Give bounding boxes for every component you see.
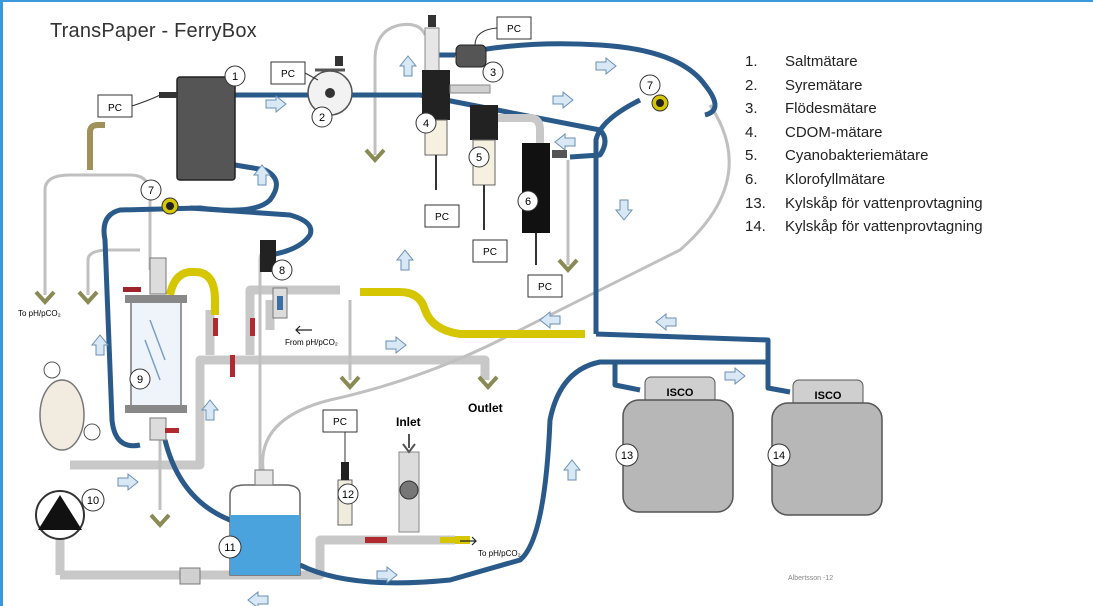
svg-text:14: 14 xyxy=(773,450,785,462)
valve-8 xyxy=(260,240,288,319)
pc-box-4: PC xyxy=(424,204,460,228)
svg-text:PC: PC xyxy=(333,417,347,428)
svg-text:PC: PC xyxy=(281,69,295,80)
legend-item: 6.Klorofyllmätare xyxy=(745,170,886,188)
svg-text:11: 11 xyxy=(224,542,235,554)
marker-5: 5 xyxy=(468,146,490,168)
marker-1: 1 xyxy=(224,65,246,87)
svg-text:1: 1 xyxy=(232,71,238,83)
valve-7-right xyxy=(651,94,669,112)
marker-7-right: 7 xyxy=(639,74,661,96)
flow-meter xyxy=(424,15,487,74)
svg-text:PC: PC xyxy=(435,212,449,223)
from-ph-label: From pH/pCO₂ xyxy=(285,338,338,347)
svg-text:5: 5 xyxy=(476,152,482,164)
pump-10 xyxy=(35,490,85,540)
small-arrows xyxy=(295,325,477,546)
svg-text:7: 7 xyxy=(647,80,653,92)
tap xyxy=(87,122,105,170)
pc-box-12: PC xyxy=(322,409,358,462)
svg-text:PC: PC xyxy=(507,24,521,35)
isco-13 xyxy=(622,376,734,513)
to-ph-label-bottom: To pH/pCO₂ xyxy=(478,549,521,558)
svg-text:10: 10 xyxy=(87,495,99,507)
marker-7-left: 7 xyxy=(140,179,162,201)
svg-text:8: 8 xyxy=(279,265,285,277)
salinity-meter xyxy=(159,76,236,181)
marker-14: 14 xyxy=(767,443,791,467)
oxygen-meter xyxy=(307,56,353,116)
svg-text:6: 6 xyxy=(525,196,531,208)
pc-boxes: PC PC PC PC PC PC PC xyxy=(97,16,563,462)
marker-10: 10 xyxy=(81,488,105,512)
marker-3: 3 xyxy=(482,61,504,83)
isco-label-13: ISCO xyxy=(667,387,694,399)
text-labels: ISCO ISCO Inlet Outlet To pH/pCO₂ From p… xyxy=(18,309,842,582)
pc-box-1: PC xyxy=(97,94,161,118)
inlet-label: Inlet xyxy=(396,415,421,429)
svg-text:2: 2 xyxy=(319,112,325,124)
isco-label-14: ISCO xyxy=(815,390,842,402)
legend-item: 14.Kylskåp för vattenprovtagning xyxy=(745,218,983,236)
marker-13: 13 xyxy=(615,443,639,467)
pc-box-3: PC xyxy=(474,16,532,46)
inlet-valve xyxy=(398,434,464,543)
svg-text:9: 9 xyxy=(137,374,143,386)
marker-2: 2 xyxy=(311,106,333,128)
svg-text:7: 7 xyxy=(148,185,154,197)
svg-text:4: 4 xyxy=(423,118,429,130)
marker-8: 8 xyxy=(271,259,293,281)
outlet-label: Outlet xyxy=(468,401,503,415)
expansion-tank xyxy=(39,361,101,451)
marker-9: 9 xyxy=(129,368,151,390)
svg-text:PC: PC xyxy=(108,103,122,114)
marker-12: 12 xyxy=(337,483,359,505)
legend-item: 2.Syremätare xyxy=(745,76,863,94)
legend-item: 4.CDOM-mätare xyxy=(745,123,883,141)
to-ph-label-left: To pH/pCO₂ xyxy=(18,309,61,318)
legend-item: 3.Flödesmätare xyxy=(745,100,877,118)
bottom-filter xyxy=(179,567,201,585)
svg-text:13: 13 xyxy=(621,450,633,462)
pc-box-5: PC xyxy=(472,239,508,263)
signature: Albertsson -12 xyxy=(788,575,833,582)
pc-box-6: PC xyxy=(527,274,563,298)
svg-text:PC: PC xyxy=(483,247,497,258)
pc-box-2: PC xyxy=(270,61,319,85)
red-connectors xyxy=(165,318,387,543)
legend-item: 1.Saltmätare xyxy=(745,53,858,70)
svg-text:3: 3 xyxy=(490,67,496,79)
marker-11: 11 xyxy=(218,535,242,559)
legend-item: 13.Kylskåp för vattenprovtagning xyxy=(745,194,983,212)
legend: 1.Saltmätare 2.Syremätare 3.Flödesmätare… xyxy=(745,50,983,239)
flow-column-9 xyxy=(123,257,187,441)
page-title: TransPaper - FerryBox xyxy=(50,20,257,42)
water-tank-11 xyxy=(229,469,301,576)
blue-pipes xyxy=(101,41,791,586)
marker-6: 6 xyxy=(517,190,539,212)
number-markers: 1 2 3 4 5 6 7 7 8 9 10 11 12 13 14 xyxy=(81,61,791,559)
valve-7-left xyxy=(161,197,179,215)
legend-item: 5.Cyanobakteriemätare xyxy=(745,147,929,165)
chlorophyll-meter xyxy=(522,143,567,265)
svg-text:12: 12 xyxy=(342,489,354,501)
marker-4: 4 xyxy=(415,112,437,134)
svg-text:PC: PC xyxy=(538,282,552,293)
